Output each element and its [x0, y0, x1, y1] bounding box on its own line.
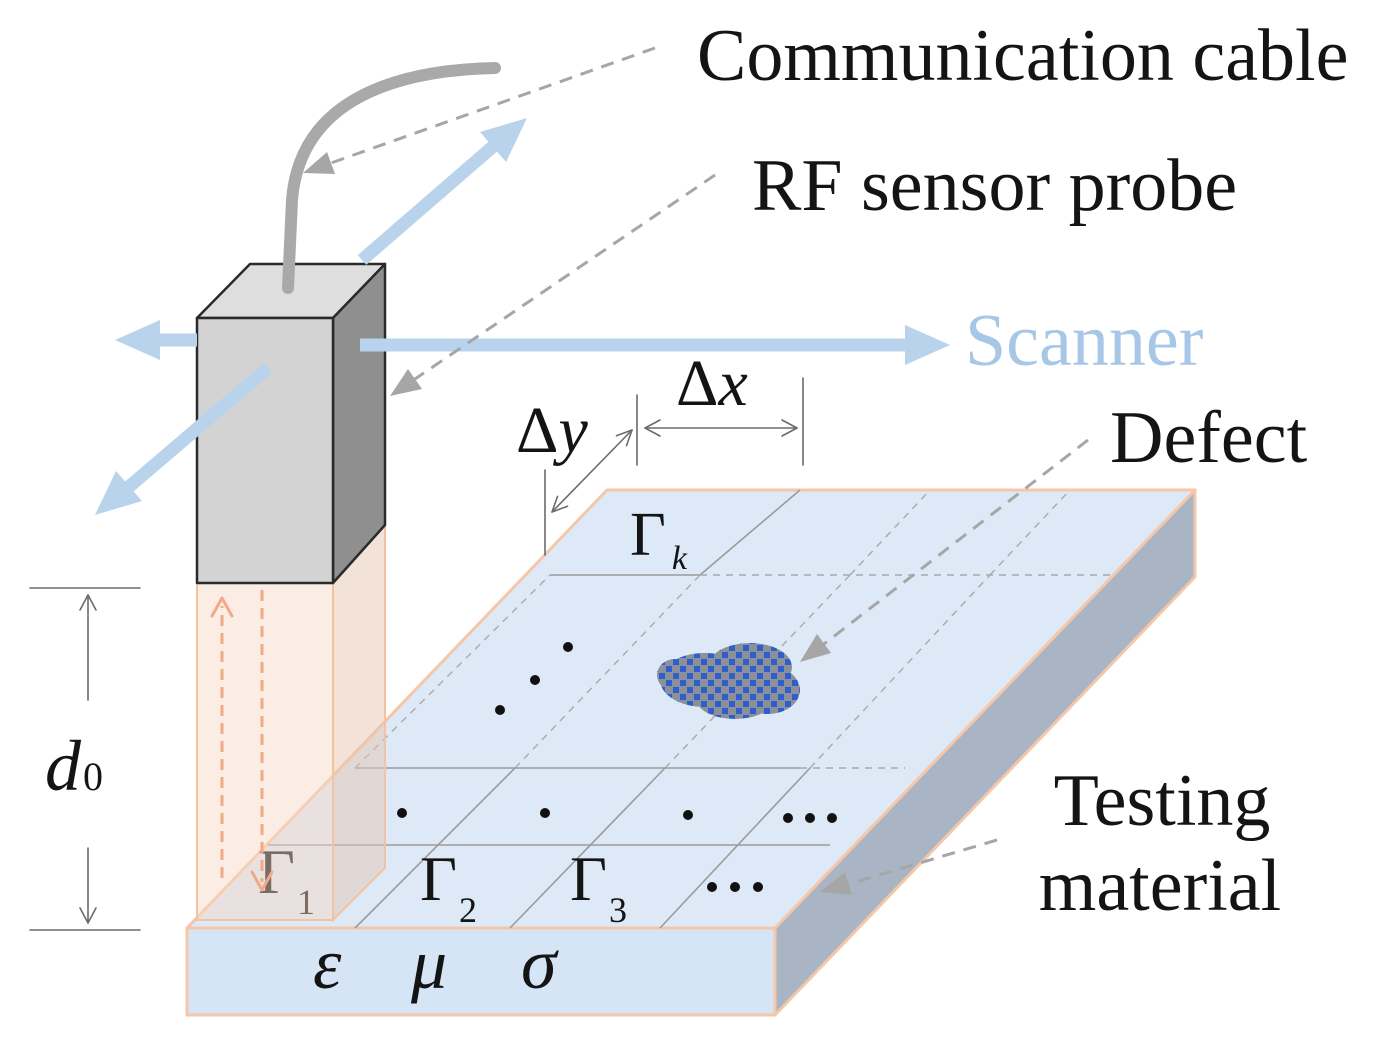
grid-line-dashed [514, 574, 701, 769]
dimension-arrowhead-back [615, 429, 633, 447]
testing-material-label-line-2: material [1039, 845, 1281, 927]
delta-x-dimension [636, 377, 804, 466]
cable-leader-line [330, 46, 656, 165]
material-leader-arrowhead [820, 872, 852, 895]
cell-symbol: Γ [258, 836, 295, 907]
cell-symbol: Γ [630, 501, 666, 569]
dimension-arrowhead-down [79, 907, 97, 924]
grid-line-dashed [849, 489, 931, 576]
scan-arrowhead-right [905, 325, 950, 365]
cell-subscript: 1 [297, 882, 315, 922]
rf-sensor-probe-label: RF sensor probe [752, 145, 1237, 227]
continuation-dots [397, 642, 837, 892]
defect-blob-part [657, 659, 693, 691]
permeability-symbol: μ [410, 924, 447, 1004]
signal-column [196, 522, 386, 923]
scan-arrow-up-right [357, 138, 502, 265]
row-dot [397, 808, 407, 818]
testing-material-label-line-1: Testing [1054, 760, 1271, 842]
defect-region [657, 643, 800, 719]
dimension-arrowhead-front [551, 495, 569, 513]
row-ellipsis-dot [805, 813, 815, 823]
front-row-ellipsis-dot [707, 882, 717, 892]
front-row-ellipsis-dot [753, 882, 763, 892]
leader-lines [303, 46, 1089, 895]
probe-distance-label: d0 [45, 726, 103, 806]
grid-line [659, 767, 811, 929]
probe-right-face [331, 262, 387, 585]
diagonal-dot [563, 642, 573, 652]
row-dot [540, 808, 550, 818]
grid-line [354, 767, 516, 929]
cable-leader-arrowhead [303, 152, 335, 174]
transmitted-signal-arrowhead [210, 596, 234, 618]
front-row-ellipsis-dot [730, 882, 740, 892]
testing-material-slab [185, 488, 1197, 1017]
scanner-arrows [95, 118, 950, 515]
rf-sensor-probe [195, 262, 387, 585]
scan-arrowhead-up-right [480, 118, 527, 162]
diagonal-dot [495, 705, 505, 715]
cell-label-gamma-2: Γ2 [420, 843, 477, 930]
cell-label-gamma-3: Γ3 [570, 843, 627, 930]
permittivity-symbol: ε [313, 924, 342, 1004]
cell-subscript: 3 [609, 890, 627, 930]
delta-y-label: Δy [516, 394, 588, 467]
delta-variable: x [717, 347, 747, 420]
defect-leader-arrowhead [800, 634, 831, 662]
defect-blob-part [697, 681, 773, 719]
grid-line-dashed [809, 574, 991, 769]
cell-subscript: k [672, 540, 688, 577]
communication-cable-label: Communication cable [697, 15, 1348, 97]
distance-variable: d [45, 726, 82, 806]
scan-arrow-down-left [119, 363, 273, 496]
row-ellipsis-dot [783, 813, 793, 823]
probe-front-face [195, 316, 335, 585]
grid-line [509, 767, 666, 929]
delta-x-label: Δx [676, 347, 748, 420]
reflected-signal-arrowhead [250, 870, 274, 892]
delta-y-dimension [544, 429, 633, 556]
dimension-arrowhead-right [781, 419, 798, 437]
grid-line [699, 489, 801, 576]
slab-front-face [185, 926, 777, 1017]
communication-cable [282, 62, 501, 294]
dimension-arrow [551, 429, 633, 513]
row-ellipsis-dot [827, 813, 837, 823]
delta-variable: y [552, 394, 588, 467]
delta-symbol: Δ [516, 394, 558, 467]
material-leader-line [848, 838, 998, 886]
scan-arrowhead-left [115, 320, 160, 360]
defect-leader-line [823, 438, 1089, 646]
cell-symbol: Γ [570, 843, 607, 914]
cell-subscript: 2 [459, 890, 477, 930]
signal-column-front [196, 582, 334, 921]
delta-symbol: Δ [676, 347, 718, 420]
cell-symbol: Γ [420, 843, 457, 914]
dimension-arrowhead-left [644, 419, 661, 437]
probe-distance-dimension [29, 587, 141, 931]
row-dot [683, 810, 693, 820]
conductivity-symbol: σ [521, 924, 559, 1004]
grid-line-dashed [989, 489, 1071, 576]
diagonal-dot [530, 675, 540, 685]
signal-column-side [332, 522, 386, 923]
probe-leader-arrowhead [390, 369, 422, 396]
dimension-arrowhead-up [79, 594, 97, 611]
cell-label-gamma-1: Γ1 [258, 836, 315, 922]
defect-label: Defect [1110, 397, 1308, 479]
scan-arrowhead-down-left [95, 471, 142, 515]
distance-subscript: 0 [83, 754, 103, 799]
grid-line-dashed [354, 574, 551, 769]
probe-leader-line [414, 173, 716, 381]
slab-top-face [185, 488, 1197, 930]
scanner-label: Scanner [965, 300, 1203, 382]
